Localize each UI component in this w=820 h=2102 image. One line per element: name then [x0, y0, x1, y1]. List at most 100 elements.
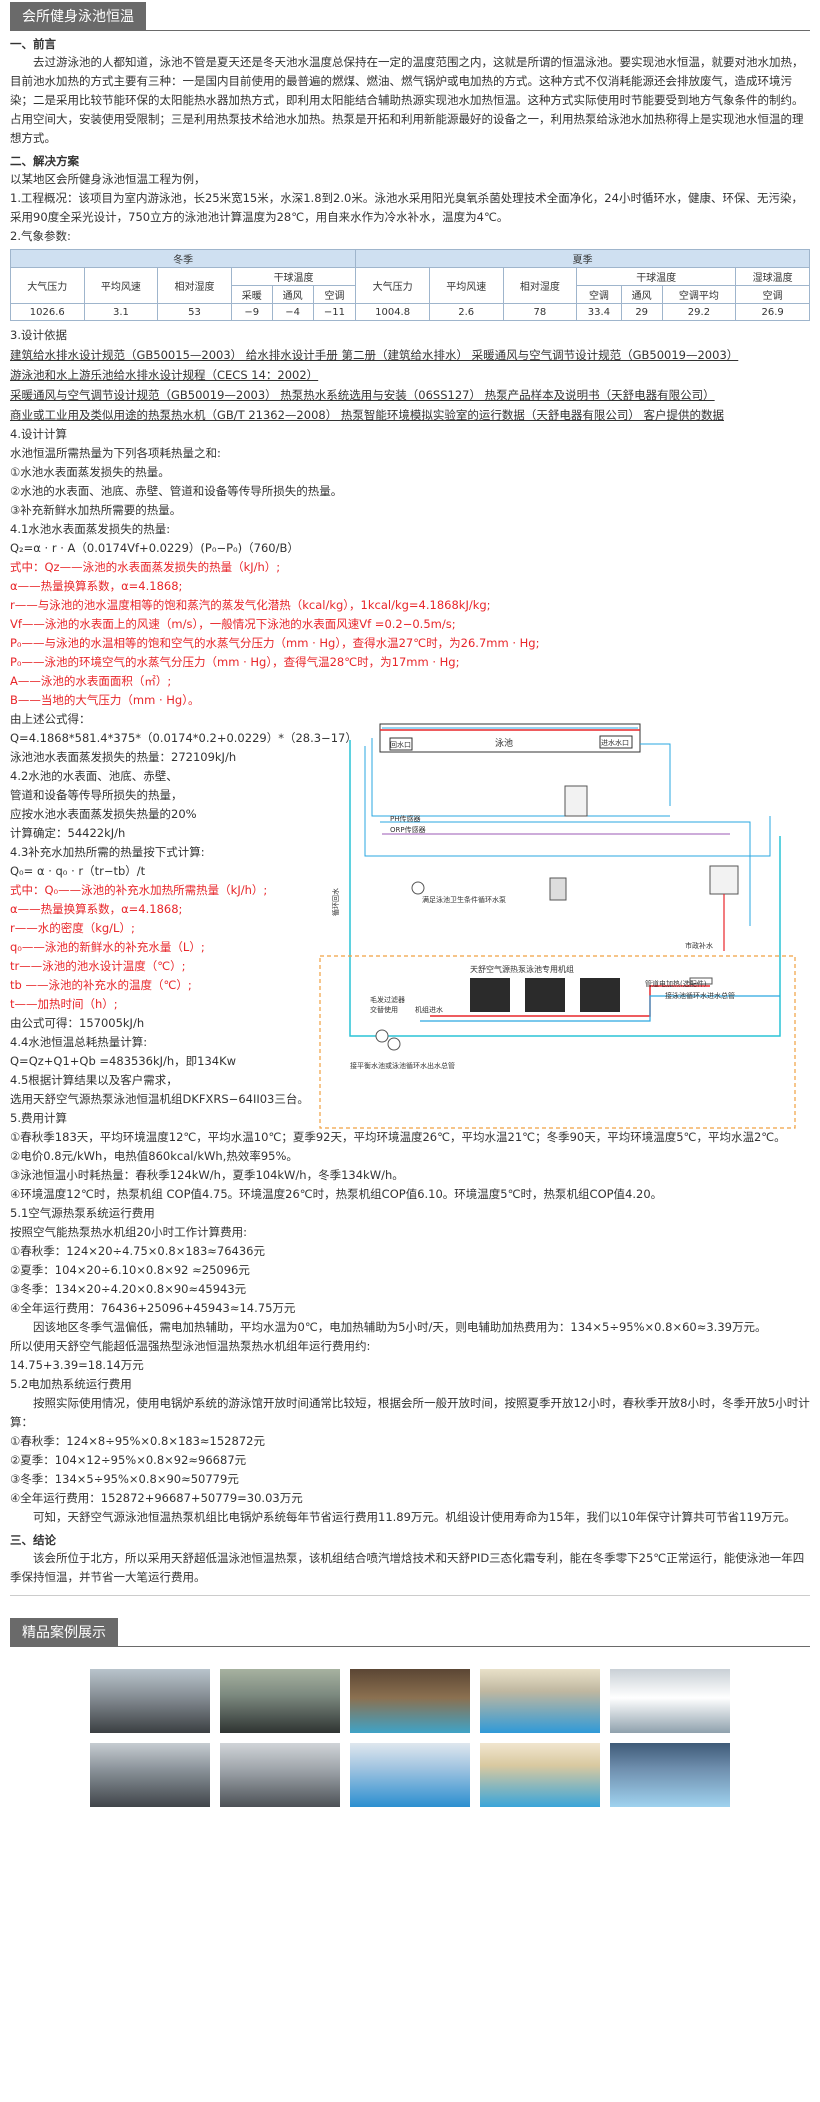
calc-with-diagram: 由上述公式得： Q=4.1868*581.4*375*（0.0174*0.2+0…	[10, 710, 810, 1129]
case-photo-units[interactable]	[220, 1743, 340, 1807]
formula: Q=4.1868*581.4*375*（0.0174*0.2+0.0229）*（…	[10, 731, 357, 745]
var-def: A——泳池的水表面面积（㎡）;	[10, 674, 172, 688]
table-cell: −9	[230, 303, 273, 321]
cost-text: ①春秋季：124×20÷4.75×0.8×183≈76436元	[10, 1244, 265, 1258]
heat-pump-unit	[525, 978, 565, 1012]
basis-line: 建筑给水排水设计规范（GB50015—2003） 给水排水设计手册 第二册（建筑…	[10, 348, 739, 362]
cost-text: 5.2电加热系统运行费用	[10, 1377, 132, 1391]
table-cell: 78	[502, 303, 578, 321]
calc-text: 4.3补充水加热所需的热量按下式计算:	[10, 845, 205, 859]
case-photo-units[interactable]	[90, 1743, 210, 1807]
calc-text: 水池恒温所需热量为下列各项耗热量之和:	[10, 446, 221, 460]
section-solution: 二、解决方案 以某地区会所健身泳池恒温工程为例， 1.工程概况：该项目为室内游泳…	[9, 152, 810, 1527]
preface-text: 去过游泳池的人都知道，泳池不管是夏天还是冬天池水温度总保持在一定的温度范围之内，…	[10, 55, 804, 145]
table-cell: 29.2	[661, 303, 737, 321]
case-photo-pool[interactable]	[480, 1743, 600, 1807]
col-vent: 通风	[620, 285, 663, 304]
blue-cold-line	[420, 995, 780, 1022]
blue-pipe-2	[640, 743, 671, 806]
gallery-title-bar: 精品案例展示	[10, 1618, 810, 1647]
calc-text: 选用天舒空气源热泵泳池恒温机组DKFXRS−64II03三台。	[10, 1092, 309, 1106]
case-photo-pool[interactable]	[350, 1669, 470, 1733]
table-cell: −11	[312, 303, 357, 321]
filter-device	[549, 877, 567, 901]
table-cell: 1004.8	[355, 303, 430, 321]
basis-line: 采暖通风与空气调节设计规范（GB50019—2003） 热泵热水系统选用与安装（…	[10, 388, 715, 402]
basis-heading: 3.设计依据	[10, 328, 67, 342]
heading-solution: 二、解决方案	[10, 154, 79, 168]
cost-text: ①春秋季：124×8÷95%×0.8×183≈152872元	[10, 1434, 265, 1448]
col-wind: 平均风速	[83, 267, 159, 304]
ozone-device	[564, 785, 588, 817]
table-cell: 53	[157, 303, 232, 321]
gallery-section: 精品案例展示	[10, 1618, 810, 1807]
col-acavg: 空调平均	[661, 285, 737, 304]
project-overview: 1.工程概况：该项目为室内游泳池，长25米宽15米，水深1.8到2.0米。泳池水…	[10, 191, 803, 224]
cost-text: 14.75+3.39=18.14万元	[10, 1358, 144, 1372]
calc-text: 泳池池水表面蒸发损失的热量：272109kJ/h	[10, 750, 237, 764]
formula: Q₀= α · q₀ · r（tr−tb）/t	[10, 864, 146, 878]
col-atm: 大气压力	[10, 267, 85, 304]
col-ac: 空调	[312, 285, 357, 304]
var-def: B——当地的大气压力（mm · Hg）。	[10, 693, 200, 707]
cost-text: 按照实际使用情况，使用电锅炉系统的游泳馆开放时间通常比较短，根据会所一般开放时间…	[10, 1396, 810, 1429]
case-photo-pool[interactable]	[610, 1743, 730, 1807]
basis-line: 游泳池和水上游乐池给水排水设计规程（CECS 14：2002）	[10, 368, 319, 382]
var-def: t——加热时间（h）;	[10, 997, 118, 1011]
cost-text: 5.1空气源热泵系统运行费用	[10, 1206, 155, 1220]
pump-label: 满足泳池卫生条件循环水泵	[422, 895, 506, 904]
design-calc: 4.设计计算 水池恒温所需热量为下列各项耗热量之和: ①水池水表面蒸发损失的热量…	[10, 425, 810, 1129]
table-cell: 3.1	[83, 303, 159, 321]
calc-text: ③补充新鲜水加热所需要的热量。	[10, 503, 182, 517]
calc-text: 4.5根据计算结果以及客户需求，	[10, 1073, 178, 1087]
calc-text: 4.4水池恒温总耗热量计算:	[10, 1035, 148, 1049]
blue-pipe	[364, 746, 771, 857]
case-photo-pool[interactable]	[350, 1743, 470, 1807]
var-def: 式中：Qz——泳池的水表面蒸发损失的热量（kJ/h）;	[10, 560, 281, 574]
section-preface: 一、前言 去过游泳池的人都知道，泳池不管是夏天还是冬天池水温度总保持在一定的温度…	[10, 35, 810, 148]
table-cell: 26.9	[735, 303, 810, 321]
var-def: P₀——泳池的环境空气的水蒸气分压力（mm · Hg），查得气温28℃时，为17…	[10, 655, 460, 669]
unit-title: 天舒空气源热泵泳池专用机组	[470, 964, 574, 974]
var-def: P₀——与泳池的水温相等的饱和空气的水蒸气分压力（mm · Hg），查得水温27…	[10, 636, 540, 650]
red-hot-line	[430, 985, 710, 1017]
climate-label: 2.气象参数:	[10, 229, 71, 243]
col-dry: 干球温度	[230, 267, 357, 286]
col-wind: 平均风速	[428, 267, 504, 304]
var-def: α——热量换算系数，α=4.1868;	[10, 902, 183, 916]
cost-text: ④环境温度12℃时，热泵机组 COP值4.75。环境温度26℃时，热泵机组COP…	[10, 1187, 663, 1201]
gallery-title: 精品案例展示	[10, 1618, 118, 1646]
return-port-label: 回水口	[390, 740, 411, 749]
cost-text: 可知，天舒空气源泳池恒温热泵机组比电锅炉系统每年节省运行费用11.89万元。机组…	[33, 1510, 796, 1524]
pump-icon	[411, 881, 425, 895]
title-bar: 会所健身泳池恒温	[10, 0, 810, 31]
hair-filter-icon	[387, 1037, 401, 1051]
cost-text: ②夏季：104×20÷6.10×0.8×92 ≈25096元	[10, 1263, 250, 1277]
makeup-label: 市政补水	[685, 941, 713, 950]
heat-pump-unit	[580, 978, 620, 1012]
col-atm: 大气压力	[355, 267, 430, 304]
cost-text: ④全年运行费用：152872+96687+50779=30.03万元	[10, 1491, 303, 1505]
col-hum: 相对湿度	[502, 267, 578, 304]
return-port-box	[389, 737, 413, 751]
to-main-label: 接泳池循环水进水总管	[665, 991, 735, 1000]
table-cell: 2.6	[428, 303, 504, 321]
alt-label: 交替使用	[370, 1005, 398, 1014]
cyan-loop	[349, 740, 781, 1037]
case-photo-building[interactable]	[610, 1669, 730, 1733]
case-photo-units[interactable]	[220, 1669, 340, 1733]
blue-pipe-4	[380, 821, 751, 926]
formula: Q₂=α · r · A（0.0174Vf+0.0229）(P₀−P₀)（760…	[10, 541, 299, 555]
filter-label: 毛发过滤器	[370, 995, 405, 1004]
cost-calc: 5.费用计算 ①春秋季183天，平均环境温度12℃，平均水温10℃；夏季92天，…	[10, 1109, 810, 1527]
case-photo-units[interactable]	[90, 1669, 210, 1733]
heading-preface: 一、前言	[10, 37, 56, 51]
case-photo-pool[interactable]	[480, 1669, 600, 1733]
cost-text: ③泳池恒温小时耗热量：春秋季124kW/h，夏季104kW/h，冬季134kW/…	[10, 1168, 404, 1182]
cost-text: 所以使用天舒空气能超低温强热型泳池恒温热泵热水机组年运行费用约:	[10, 1339, 371, 1353]
var-def: α——热量换算系数，α=4.1868;	[10, 579, 183, 593]
calc-heading: 4.设计计算	[10, 427, 67, 441]
climate-table: 冬季 夏季 大气压力 平均风速 相对湿度 干球温度 大气压力 平均风速 相对湿度…	[9, 249, 810, 321]
unit-in-label: 机组进水	[415, 1005, 443, 1014]
ph-label: PH传感器	[390, 814, 421, 823]
